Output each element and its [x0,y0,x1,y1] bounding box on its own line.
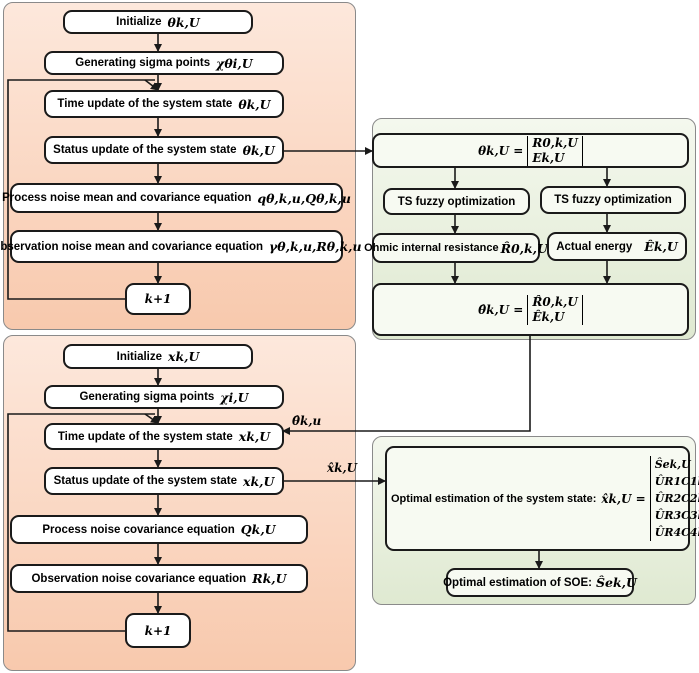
actual-energy-label: Actual energy [556,240,633,253]
theta-lhs: θk,U = [478,143,524,158]
lower-process-noise-symbol: Qk,U [240,522,276,537]
theta-hat-vector-e: Êk,U [532,309,565,324]
lower-sigma-symbol: χi,U [220,389,249,405]
ohmic-resistance-label: Ohmic internal resistance [364,242,499,254]
lower-process-noise-box: Process noise covariance equation Qk,U [10,515,308,544]
upper-initialize-symbol: θk,U [167,14,200,30]
lower-time-update-box: Time update of the system state xk,U [44,423,284,450]
x-hat-link-label: x̂k,U [327,461,358,475]
state-vector-u4: ÛR4C4k,U [654,526,699,539]
theta-vector-r0: R0,k,U [532,135,578,150]
actual-energy-symbol: Êk,U [644,239,678,254]
lower-status-update-label: Status update of the system state [53,475,238,487]
upper-process-noise-box: Process noise mean and covariance equati… [2,183,351,213]
state-vector: Ŝek,U ÛR1C1k,U ÛR2C2k,U ÛR3C3k,U ÛR4C4k,… [649,456,699,541]
ts-fuzzy-left-label: TS fuzzy optimization [397,195,516,208]
lower-observation-noise-label: Observation noise covariance equation [31,572,247,585]
theta-vector-e: Ek,U [532,150,565,165]
theta-hat-vector-r0: R̂0,k,U [532,294,578,309]
theta-hat-link-label: θ̂k,u [292,414,322,428]
optimal-state-lhs: x̂k,U = [601,491,646,506]
soe-estimation-symbol: Ŝek,U [596,575,637,590]
lower-initialize-label: Initialize [116,350,162,363]
optimal-state-estimation-label: Optimal estimation of the system state: [391,492,597,505]
actual-energy-box: Actual energy Êk,U [547,232,687,261]
lower-status-update-symbol: xk,U [243,473,275,489]
optimal-state-estimation-box: Optimal estimation of the system state: … [385,446,699,551]
upper-time-update-box: Time update of the system state θk,U [44,90,284,118]
lower-sigma-label: Generating sigma points [79,391,215,403]
theta-hat-vector-box: θ̂k,U = R̂0,k,U Êk,U [372,283,689,336]
upper-initialize-label: Initialize [116,16,162,28]
lower-time-update-symbol: xk,U [238,429,271,444]
state-vector-u3: ÛR3C3k,U [654,509,699,522]
upper-observation-noise-symbol: γθ,k,u,Rθ,k,u [269,239,362,254]
state-vector-soe: Ŝek,U [654,458,691,471]
upper-sigma-box: Generating sigma points χθi,U [44,51,284,75]
upper-observation-noise-box: Observation noise mean and covariance eq… [0,230,362,263]
lower-observation-noise-box: Observation noise covariance equation Rk… [10,564,308,593]
upper-status-update-box: Status update of the system state θk,U [44,136,284,164]
upper-time-update-label: Time update of the system state [57,98,233,110]
theta-hat-vector: R̂0,k,U Êk,U [527,294,583,325]
lower-initialize-box: Initialize xk,U [63,344,253,369]
upper-process-noise-symbol: qθ,k,u,Qθ,k,u [257,190,351,206]
ts-fuzzy-box-left: TS fuzzy optimization [383,188,530,215]
lower-status-update-box: Status update of the system state xk,U [44,467,284,495]
lower-step-label: k+1 [144,623,172,638]
upper-status-update-symbol: θk,U [242,142,275,158]
ts-fuzzy-right-label: TS fuzzy optimization [554,194,672,206]
upper-sigma-symbol: χθi,U [216,55,253,71]
soe-estimation-label: Optimal estimation of SOE: [443,576,592,589]
state-vector-u1: ÛR1C1k,U [654,475,699,488]
upper-initialize-box: Initialize θk,U [63,10,253,34]
soe-estimation-box: Optimal estimation of SOE: Ŝek,U [443,568,637,597]
theta-vector: R0,k,U Ek,U [527,135,583,166]
lower-observation-noise-symbol: Rk,U [252,571,287,586]
upper-step-box: k+1 [125,283,191,315]
ts-fuzzy-box-right: TS fuzzy optimization [540,186,686,214]
upper-sigma-label: Generating sigma points [75,57,211,69]
upper-status-update-label: Status update of the system state [53,144,237,156]
lower-initialize-symbol: xk,U [168,349,200,364]
ohmic-resistance-box: Ohmic internal resistance R̂0,k,U [364,233,548,263]
ohmic-resistance-symbol: R̂0,k,U [500,240,548,256]
theta-vector-box: θk,U = R0,k,U Ek,U [372,133,689,168]
lower-step-box: k+1 [125,613,191,648]
lower-time-update-label: Time update of the system state [57,430,233,443]
upper-time-update-symbol: θk,U [238,96,271,112]
state-vector-u2: ÛR2C2k,U [654,492,699,505]
upper-process-noise-label: Process noise mean and covariance equati… [2,192,252,204]
upper-observation-noise-label: Observation noise mean and covariance eq… [0,240,264,253]
upper-step-label: k+1 [144,292,172,306]
lower-sigma-box: Generating sigma points χi,U [44,385,284,409]
lower-process-noise-label: Process noise covariance equation [42,523,235,536]
theta-hat-lhs: θ̂k,U = [478,302,524,317]
